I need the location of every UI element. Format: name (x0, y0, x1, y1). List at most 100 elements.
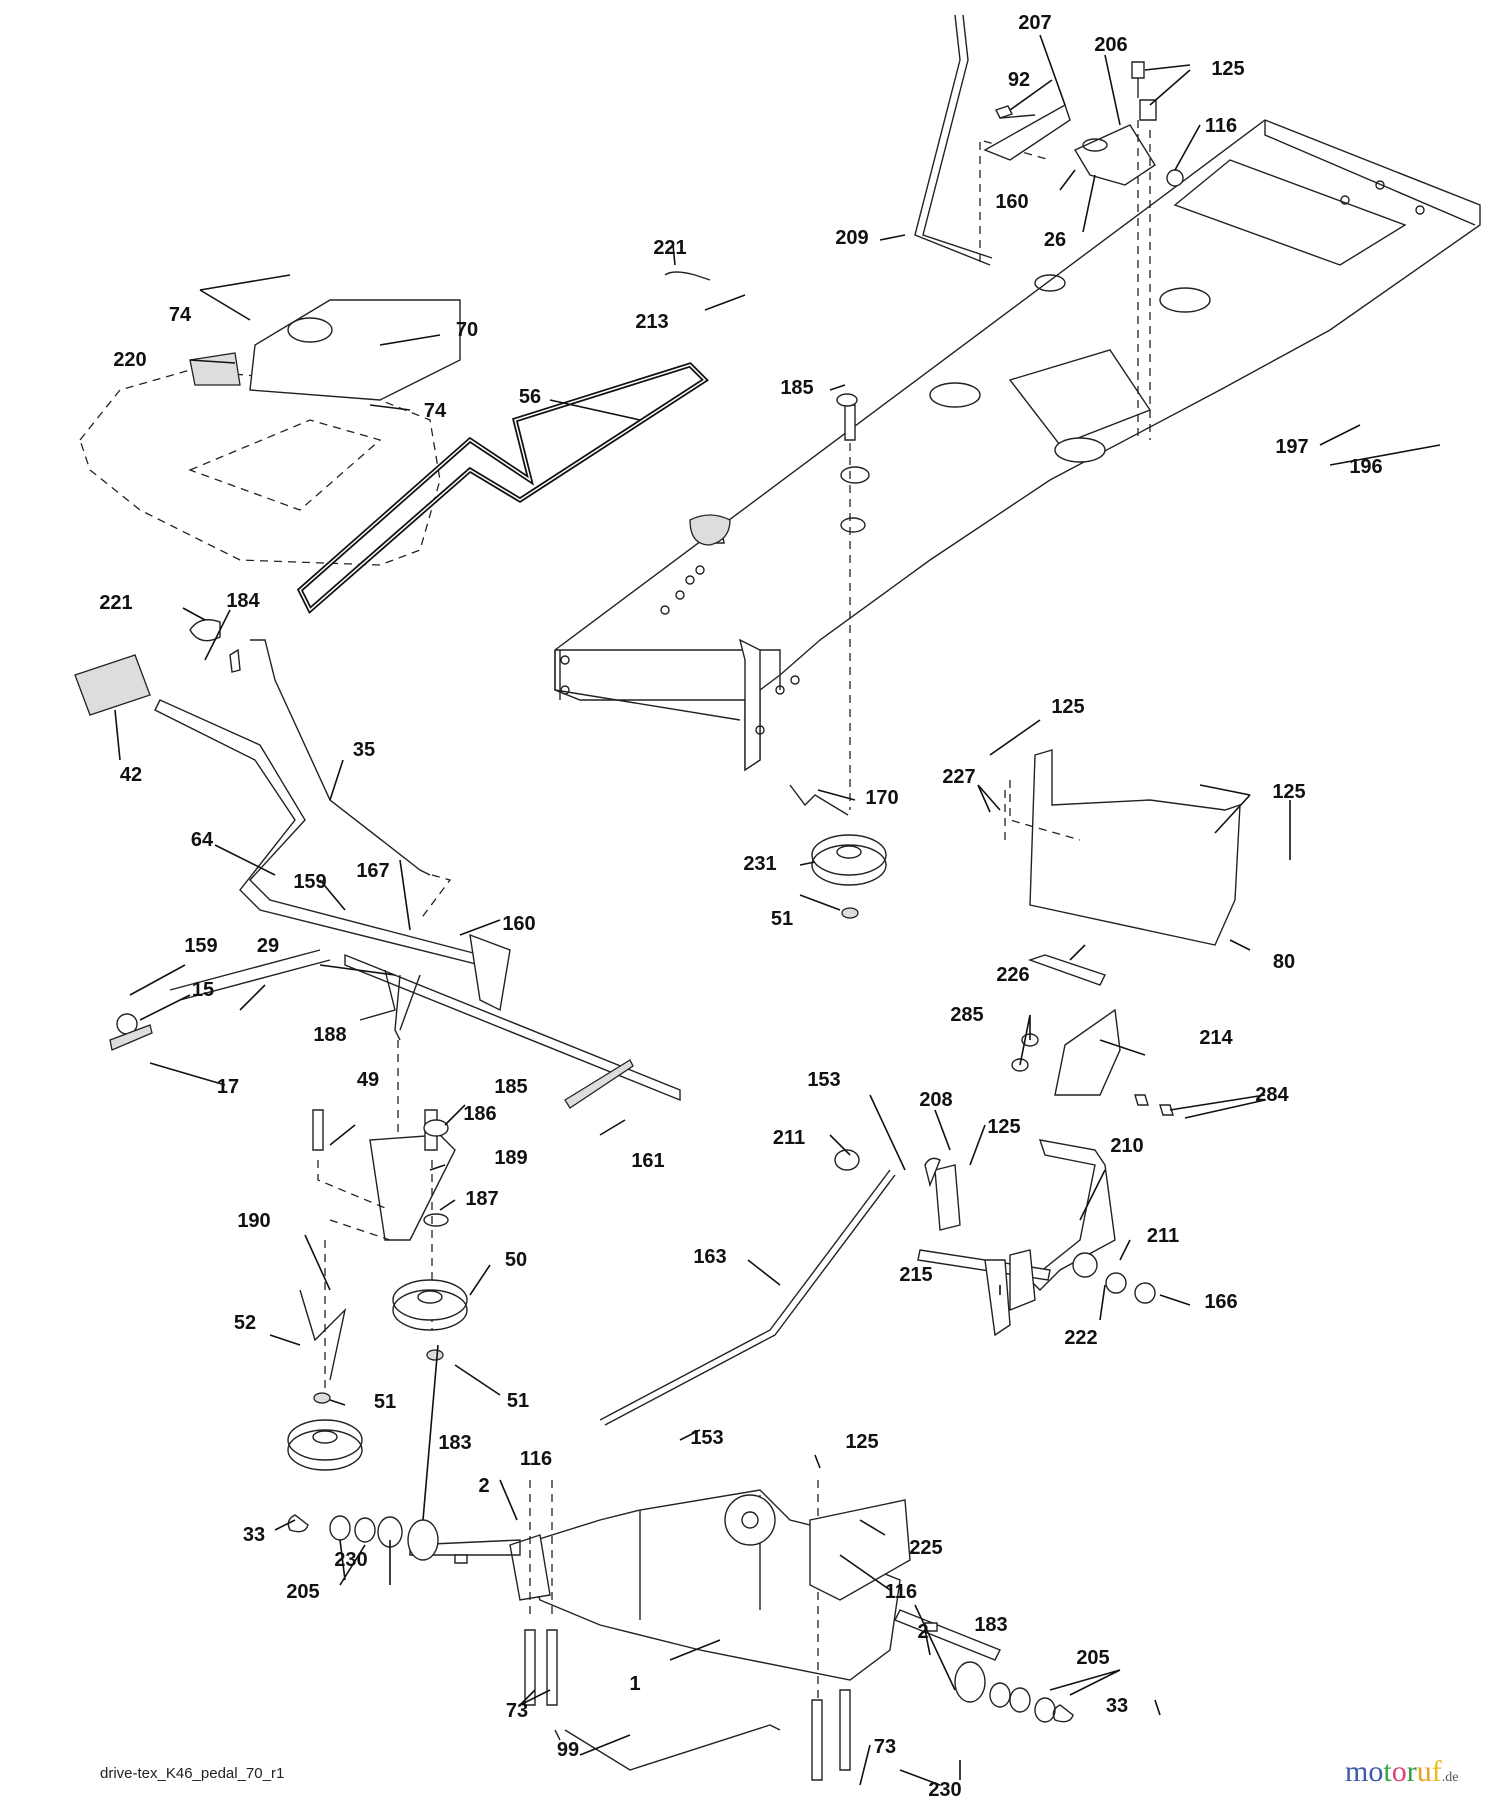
callout-206[interactable]: 206 (1094, 34, 1128, 56)
callout-33[interactable]: 33 (242, 1524, 266, 1546)
callout-51[interactable]: 51 (770, 908, 794, 930)
callout-33[interactable]: 33 (1105, 1695, 1129, 1717)
callout-125[interactable]: 125 (1211, 58, 1245, 80)
callout-2[interactable]: 2 (478, 1475, 490, 1497)
callout-116[interactable]: 116 (884, 1581, 918, 1603)
callout-125[interactable]: 125 (1272, 781, 1306, 803)
callout-64[interactable]: 64 (190, 829, 214, 851)
callout-160[interactable]: 160 (502, 913, 536, 935)
callout-125[interactable]: 125 (845, 1431, 879, 1453)
callout-183[interactable]: 183 (438, 1432, 472, 1454)
idler-pulley-52 (287, 1419, 363, 1471)
callout-285[interactable]: 285 (950, 1004, 984, 1026)
callout-92[interactable]: 92 (1007, 69, 1031, 91)
grip-42 (74, 654, 151, 716)
callout-73[interactable]: 73 (505, 1700, 529, 1722)
callout-74[interactable]: 74 (168, 304, 192, 326)
callout-211[interactable]: 211 (772, 1127, 806, 1149)
callout-159[interactable]: 159 (184, 935, 218, 957)
callout-52[interactable]: 52 (233, 1312, 257, 1334)
callout-163[interactable]: 163 (693, 1246, 727, 1268)
hood-outline (79, 369, 441, 566)
callout-222[interactable]: 222 (1064, 1327, 1098, 1349)
callout-205[interactable]: 205 (286, 1581, 320, 1603)
callout-153[interactable]: 153 (807, 1069, 841, 1091)
callout-215[interactable]: 215 (899, 1264, 933, 1286)
callout-50[interactable]: 50 (504, 1249, 528, 1271)
callout-70[interactable]: 70 (455, 319, 479, 341)
callout-197[interactable]: 197 (1275, 436, 1309, 458)
callout-208[interactable]: 208 (919, 1089, 953, 1111)
callout-80[interactable]: 80 (1272, 951, 1296, 973)
callout-73[interactable]: 73 (873, 1736, 897, 1758)
callout-230[interactable]: 230 (334, 1549, 368, 1571)
callout-210[interactable]: 210 (1110, 1135, 1144, 1157)
callout-189[interactable]: 189 (494, 1147, 528, 1169)
callout-183[interactable]: 183 (974, 1614, 1008, 1636)
watermark-letter: m (1345, 1755, 1369, 1788)
callout-125[interactable]: 125 (1051, 696, 1085, 718)
callout-196[interactable]: 196 (1349, 456, 1383, 478)
callout-284[interactable]: 284 (1255, 1084, 1289, 1106)
callout-56[interactable]: 56 (518, 386, 542, 408)
callout-29[interactable]: 29 (256, 935, 280, 957)
callout-2[interactable]: 2 (917, 1621, 929, 1643)
callout-211[interactable]: 211 (1146, 1225, 1180, 1247)
callout-225[interactable]: 225 (909, 1537, 943, 1559)
callout-185[interactable]: 185 (780, 377, 814, 399)
callout-74[interactable]: 74 (423, 400, 447, 422)
watermark-letter: o (1368, 1755, 1384, 1788)
callout-220[interactable]: 220 (113, 349, 147, 371)
callout-166[interactable]: 166 (1204, 1291, 1238, 1313)
watermark-letter: f (1431, 1755, 1442, 1788)
callout-226[interactable]: 226 (996, 964, 1030, 986)
watermark-suffix: .de (1441, 1770, 1459, 1785)
callout-214[interactable]: 214 (1199, 1027, 1233, 1049)
watermark-letter: u (1416, 1755, 1432, 1788)
callout-209[interactable]: 209 (835, 227, 869, 249)
watermark-letter: o (1391, 1755, 1407, 1788)
callout-170[interactable]: 170 (865, 787, 899, 809)
callout-184[interactable]: 184 (226, 590, 260, 612)
callout-49[interactable]: 49 (356, 1069, 380, 1091)
callout-17[interactable]: 17 (216, 1076, 240, 1098)
callout-125[interactable]: 125 (987, 1116, 1021, 1138)
callout-221[interactable]: 221 (653, 237, 687, 259)
callout-207[interactable]: 207 (1018, 12, 1052, 34)
callout-231[interactable]: 231 (743, 853, 777, 875)
diagram-code: drive-tex_K46_pedal_70_r1 (100, 1765, 285, 1782)
callout-187[interactable]: 187 (465, 1188, 499, 1210)
callout-51[interactable]: 51 (506, 1390, 530, 1412)
belt-guard-80 (1029, 749, 1241, 946)
callout-160[interactable]: 160 (995, 191, 1029, 213)
watermark-letter: r (1406, 1755, 1417, 1788)
callout-15[interactable]: 15 (191, 979, 215, 1001)
callout-188[interactable]: 188 (313, 1024, 347, 1046)
callout-26[interactable]: 26 (1043, 229, 1067, 251)
callout-186[interactable]: 186 (463, 1103, 497, 1125)
frame-chassis (554, 119, 1481, 772)
callout-116[interactable]: 116 (1204, 115, 1238, 137)
callout-185[interactable]: 185 (494, 1076, 528, 1098)
drive-belt-56 (296, 362, 709, 615)
idler-pulley-231 (811, 834, 887, 886)
callout-227[interactable]: 227 (942, 766, 976, 788)
callout-167[interactable]: 167 (356, 860, 390, 882)
callout-35[interactable]: 35 (352, 739, 376, 761)
callout-221[interactable]: 221 (99, 592, 133, 614)
callout-1[interactable]: 1 (629, 1673, 641, 1695)
motoruf-watermark: motoruf.de (1345, 1755, 1458, 1789)
callout-51[interactable]: 51 (373, 1391, 397, 1413)
watermark-text: motoruf (1345, 1755, 1442, 1789)
callout-116[interactable]: 116 (519, 1448, 553, 1470)
callout-153[interactable]: 153 (690, 1427, 724, 1449)
callout-213[interactable]: 213 (635, 311, 669, 333)
callout-161[interactable]: 161 (631, 1150, 665, 1172)
callout-205[interactable]: 205 (1076, 1647, 1110, 1669)
callout-159[interactable]: 159 (293, 871, 327, 893)
callout-230[interactable]: 230 (928, 1779, 962, 1801)
callout-190[interactable]: 190 (237, 1210, 271, 1232)
callout-99[interactable]: 99 (556, 1739, 580, 1761)
callout-42[interactable]: 42 (119, 764, 143, 786)
